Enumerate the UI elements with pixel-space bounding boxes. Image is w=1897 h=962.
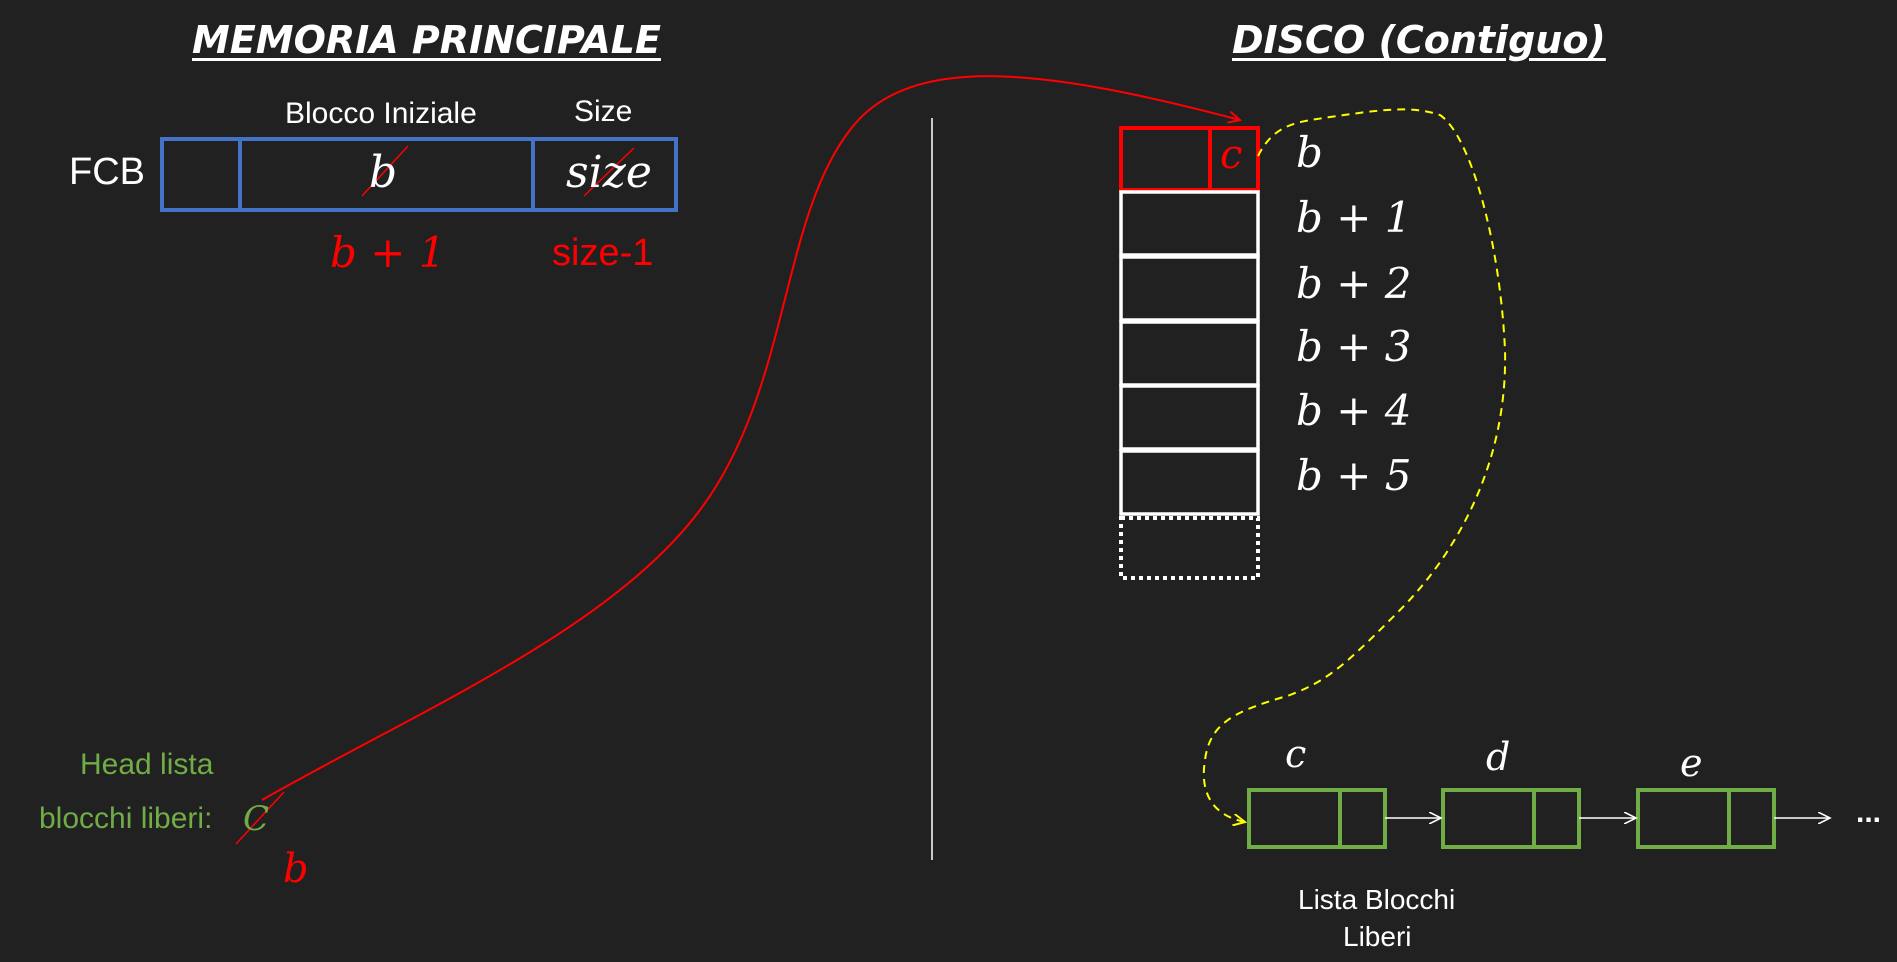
disk-label-b1: b + 1 [1296,193,1412,242]
fcb-record [160,137,678,212]
head-free-list-label-1: Head lista [80,748,214,781]
free-node-label-c: c [1285,732,1307,776]
block-b-to-free-list [1202,108,1507,822]
free-node-e [1636,788,1776,849]
free-node-label-e: e [1680,741,1703,785]
block-b-pointer-value: c [1220,132,1243,178]
fcb-label: FCB [69,151,145,193]
disk-label-b: b [1296,128,1323,177]
header-blocco-iniziale: Blocco Iniziale [285,97,477,130]
fcb-start-block-new: b + 1 [330,228,446,277]
disk-block-more [1119,516,1260,580]
disk-label-b4: b + 4 [1296,386,1412,435]
free-node-c [1247,788,1387,849]
disk-block-b3 [1119,320,1260,387]
disk-label-b2: b + 2 [1296,259,1412,308]
disk-block-b [1119,126,1260,192]
head-to-block-curve [261,75,1240,801]
disk-label-b5: b + 5 [1296,451,1412,500]
disco-title: DISCO (Contiguo) [1232,18,1606,62]
disk-block-b4 [1119,384,1260,451]
disk-block-b5 [1119,449,1260,516]
head-free-list-new-value: b [283,846,309,892]
fcb-size-old: size [566,147,652,198]
free-list-caption-2: Liberi [1343,921,1412,952]
memoria-principale-title: MEMORIA PRINCIPALE [192,18,661,62]
disk-label-b3: b + 3 [1296,322,1412,371]
free-node-label-d: d [1486,735,1511,779]
head-free-list-old-value: C [243,799,270,839]
fcb-size-new: size-1 [552,232,654,274]
free-list-caption-1: Lista Blocchi [1298,884,1456,915]
fcb-start-block-old: b [369,147,398,198]
disk-block-b1 [1119,190,1260,257]
free-list-nodes [1247,788,1830,849]
head-free-list-label-2: blocchi liberi: [39,802,213,835]
disk-blocks [1119,126,1260,580]
free-list-ellipsis: ... [1856,796,1882,829]
strike-head-old [235,791,285,845]
strike-start-block [361,145,409,197]
free-node-d [1441,788,1581,849]
disk-block-b2 [1119,255,1260,322]
header-size: Size [574,95,633,128]
strike-size [583,147,635,197]
